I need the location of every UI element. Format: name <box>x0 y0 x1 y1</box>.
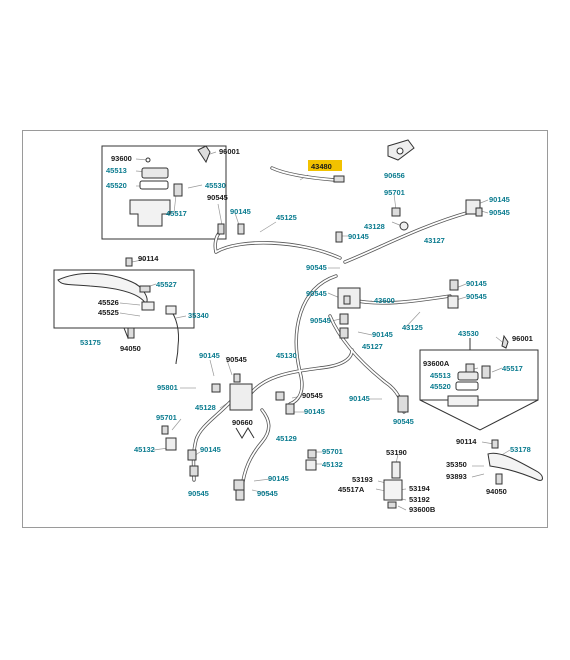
part-label[interactable]: 45127 <box>362 342 383 351</box>
part-label[interactable]: 45513 <box>430 371 451 380</box>
part-label[interactable]: 53194 <box>409 484 431 493</box>
diagram-frame <box>22 130 548 528</box>
part-label[interactable]: 90145 <box>199 351 220 360</box>
part-label[interactable]: 43128 <box>364 222 385 231</box>
part-label[interactable]: 95701 <box>322 447 343 456</box>
master-cylinder-kit-box-right <box>419 349 539 401</box>
part-label[interactable]: 35350 <box>446 460 467 469</box>
part-label[interactable]: 95701 <box>384 188 405 197</box>
master-cylinder-kit-box-left <box>101 145 227 240</box>
part-label[interactable]: 93600 <box>111 154 132 163</box>
part-label[interactable]: 43480 <box>311 162 332 171</box>
parts <box>57 139 543 509</box>
part-label[interactable]: 90545 <box>306 263 327 272</box>
junction-90660 <box>229 383 253 411</box>
part-label[interactable]: 90545 <box>188 489 209 498</box>
part-label[interactable]: 45517 <box>166 209 187 218</box>
part-label[interactable]: 90145 <box>489 195 510 204</box>
part-label[interactable]: 43127 <box>424 236 445 245</box>
part-label[interactable]: 53193 <box>352 475 373 484</box>
part-label[interactable]: 53190 <box>386 448 407 457</box>
part-label[interactable]: 45526 <box>98 298 119 307</box>
part-label[interactable]: 90660 <box>232 418 253 427</box>
part-label[interactable]: 90145 <box>268 474 289 483</box>
clip-90660 <box>235 427 255 439</box>
part-label[interactable]: 90656 <box>384 171 405 180</box>
part-label[interactable]: 45520 <box>106 181 127 190</box>
part-label[interactable]: 43530 <box>458 329 479 338</box>
part-label[interactable]: 90545 <box>306 289 327 298</box>
part-label[interactable]: 95801 <box>157 383 178 392</box>
part-label[interactable]: 90545 <box>226 355 247 364</box>
part-label[interactable]: 90145 <box>230 207 251 216</box>
kit-box-pointer-right <box>419 399 539 431</box>
part-label[interactable]: 90545 <box>257 489 278 498</box>
part-label[interactable]: 45513 <box>106 166 127 175</box>
part-label[interactable]: 90545 <box>466 292 487 301</box>
part-label[interactable]: 90145 <box>349 394 370 403</box>
part-label[interactable]: 93893 <box>446 472 467 481</box>
part-label[interactable]: 90114 <box>138 254 159 263</box>
part-label[interactable]: 90145 <box>304 407 325 416</box>
part-label[interactable]: 96001 <box>512 334 533 343</box>
part-label[interactable]: 35340 <box>188 311 209 320</box>
part-label[interactable]: 45132 <box>322 460 343 469</box>
part-label[interactable]: 90145 <box>348 232 369 241</box>
part-label[interactable]: 45517A <box>338 485 365 494</box>
part-label[interactable]: 90145 <box>466 279 487 288</box>
part-label[interactable]: 45530 <box>205 181 226 190</box>
part-label[interactable]: 45125 <box>276 213 297 222</box>
reservoir-gasket-left <box>139 180 169 190</box>
part-label[interactable]: 53192 <box>409 495 430 504</box>
part-label[interactable]: 45520 <box>430 382 451 391</box>
highlighted-part-marker <box>308 160 342 171</box>
part-label[interactable]: 53178 <box>510 445 531 454</box>
master-cylinder-right <box>447 395 479 407</box>
part-label[interactable]: 45517 <box>502 364 523 373</box>
part-label[interactable]: 94050 <box>120 344 141 353</box>
part-label[interactable]: 45129 <box>276 434 297 443</box>
part-label[interactable]: 90545 <box>302 391 323 400</box>
reservoir-cap-left <box>141 167 169 179</box>
master-cylinder-left <box>129 199 171 227</box>
part-label[interactable]: 93600B <box>409 505 436 514</box>
part-label[interactable]: 43600 <box>374 296 395 305</box>
part-label[interactable]: 93600A <box>423 359 450 368</box>
part-label[interactable]: 96001 <box>219 147 240 156</box>
part-label[interactable]: 90145 <box>372 330 393 339</box>
part-label[interactable]: 95701 <box>156 413 177 422</box>
brake-lever-right <box>487 452 543 481</box>
part-label[interactable]: 90545 <box>393 417 414 426</box>
part-label[interactable]: 90545 <box>489 208 510 217</box>
part-labels: 93600 96001 45513 45520 45530 45517 9054… <box>80 147 533 514</box>
part-label[interactable]: 90545 <box>310 316 331 325</box>
part-label[interactable]: 45130 <box>276 351 297 360</box>
part-label[interactable]: 45527 <box>156 280 177 289</box>
part-label[interactable]: 45132 <box>134 445 155 454</box>
part-label[interactable]: 43125 <box>402 323 423 332</box>
part-label[interactable]: 90145 <box>200 445 221 454</box>
part-label[interactable]: 45128 <box>195 403 216 412</box>
brake-hoses <box>191 166 472 490</box>
part-label[interactable]: 94050 <box>486 487 507 496</box>
part-label[interactable]: 45525 <box>98 308 119 317</box>
part-label[interactable]: 90545 <box>207 193 228 202</box>
part-label[interactable]: 90114 <box>456 437 477 446</box>
part-label[interactable]: 53175 <box>80 338 101 347</box>
